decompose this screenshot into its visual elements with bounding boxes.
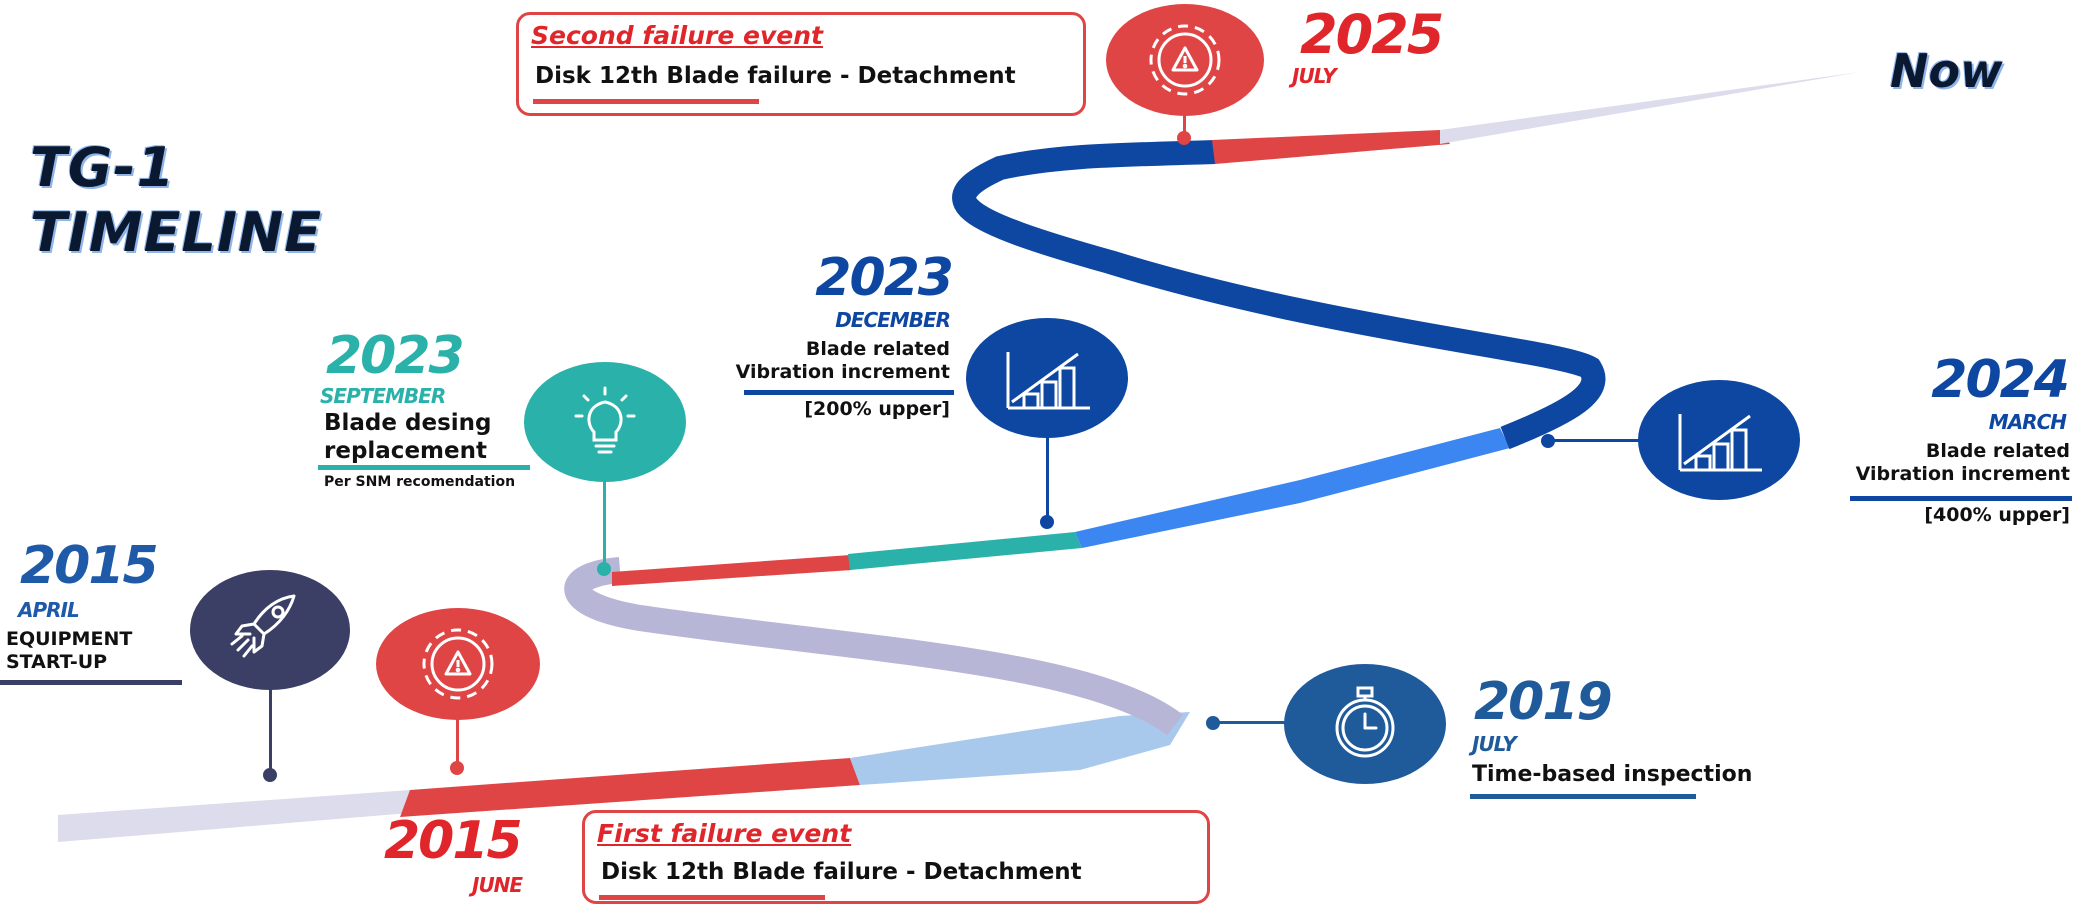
event-description-line: replacement (324, 437, 487, 464)
second-failure-callout: Second failure event Disk 12th Blade fai… (516, 12, 1086, 116)
event-year: 2024 (1931, 350, 2070, 410)
rocket-icon (230, 594, 296, 658)
event-month: DECEMBER (835, 308, 951, 332)
event-description-line: EQUIPMENT (6, 628, 133, 650)
event-badge-second-failure (1106, 4, 1264, 116)
pin-dot-inspection (1206, 716, 1220, 730)
title-line-2: TIMELINE (30, 200, 323, 264)
event-description-line: Vibration increment (1855, 462, 2070, 485)
event-description-line: Blade related (805, 338, 950, 360)
bar-chart-icon (1678, 414, 1762, 472)
event-month: JUNE (472, 873, 523, 897)
event-month: MARCH (1988, 410, 2067, 434)
event-month: JULY (1472, 732, 1517, 756)
pin-dot-redesign (597, 562, 611, 576)
road-segment-start (58, 790, 410, 842)
road-segment-red-mid (612, 555, 852, 586)
page-title: TG-1 TIMELINE (30, 136, 322, 266)
event-note: [400% upper] (1924, 504, 2070, 526)
road-segment-end (1440, 72, 1860, 144)
event-badge-startup (190, 570, 350, 690)
pin-dot-startup (263, 768, 277, 782)
road-segment-first-failure (400, 758, 860, 817)
event-month: JULY (1292, 64, 1337, 88)
event-year: 2019 (1474, 672, 1613, 732)
road-segment-bright-blue (1075, 428, 1510, 548)
event-month: SEPTEMBER (320, 384, 446, 408)
pin-dot-first-failure (450, 761, 464, 775)
pin-dot-vibration-mar (1541, 434, 1555, 448)
road-curve-lower (564, 557, 1183, 736)
pin-line-inspection (1216, 721, 1286, 724)
event-badge-vibration-dec (966, 318, 1128, 438)
pin-line-vibration-mar (1550, 439, 1642, 442)
event-badge-first-failure (376, 608, 540, 720)
bar-chart-icon (1006, 352, 1090, 410)
stopwatch-icon (1335, 686, 1395, 758)
event-description: Blade related Vibration increment (1856, 440, 2070, 486)
event-badge-redesign (524, 362, 686, 482)
title-line-1: TG-1 (30, 136, 176, 199)
pin-dot-second-failure (1177, 131, 1191, 145)
event-badge-inspection (1284, 664, 1446, 784)
event-underline (1470, 794, 1696, 799)
pin-line-second-failure (1183, 115, 1186, 135)
event-description-line: Vibration increment (735, 360, 950, 383)
event-description: Blade desing replacement (324, 410, 491, 465)
first-failure-callout: First failure event Disk 12th Blade fail… (582, 810, 1210, 904)
callout-title: First failure event (597, 819, 852, 848)
callout-underline (533, 99, 759, 104)
event-description-line: START-UP (6, 650, 108, 673)
pin-line-redesign (603, 477, 606, 567)
event-badge-vibration-mar (1638, 380, 1800, 500)
event-note: [200% upper] (804, 398, 950, 420)
pin-line-first-failure (456, 714, 459, 764)
lightbulb-icon (574, 386, 636, 454)
road-segment-after-failure (850, 712, 1190, 785)
event-month: APRIL (18, 598, 80, 622)
event-description-line: Blade related (1925, 440, 2070, 462)
pin-line-vibration-dec (1046, 436, 1049, 516)
event-underline (1850, 496, 2072, 501)
road-segment-teal (848, 532, 1082, 570)
event-description: Blade related Vibration increment (736, 338, 950, 384)
gear-warning-icon (422, 628, 494, 700)
event-underline (318, 465, 530, 470)
event-year: 2023 (815, 248, 954, 308)
event-year: 2015 (384, 811, 523, 871)
event-note: Per SNM recomendation (324, 474, 516, 490)
event-underline (744, 390, 954, 395)
gear-warning-icon (1149, 24, 1221, 96)
callout-title: Second failure event (531, 21, 823, 50)
road-curve-upper (952, 140, 1606, 450)
event-year: 2025 (1300, 3, 1444, 66)
event-year: 2023 (326, 326, 465, 386)
event-description-line: Blade desing (324, 410, 492, 436)
callout-underline (599, 895, 825, 900)
event-underline (0, 680, 182, 685)
event-description: Time-based inspection (1472, 762, 1753, 787)
pin-line-startup (269, 685, 272, 773)
pin-dot-vibration-dec (1040, 515, 1054, 529)
callout-body: Disk 12th Blade failure - Detachment (535, 63, 1016, 89)
callout-body: Disk 12th Blade failure - Detachment (601, 859, 1082, 885)
road-segment-red-top (1212, 130, 1450, 164)
event-year: 2015 (20, 536, 159, 596)
event-description: EQUIPMENT START-UP (6, 628, 132, 674)
now-label: Now (1890, 44, 2003, 98)
